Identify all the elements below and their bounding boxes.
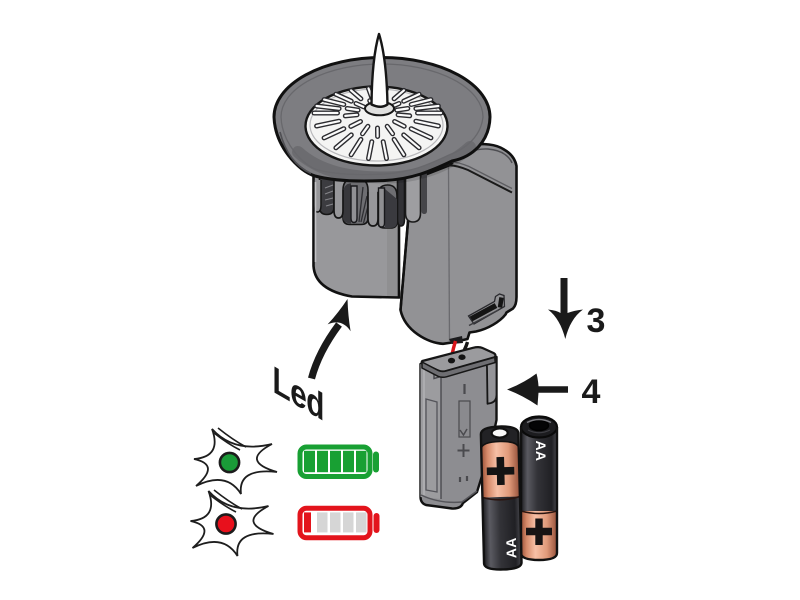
svg-text:AA: AA [533,441,549,462]
svg-text:4: 4 [582,373,601,411]
svg-text:AA: AA [503,537,520,558]
svg-text:3: 3 [587,302,606,340]
